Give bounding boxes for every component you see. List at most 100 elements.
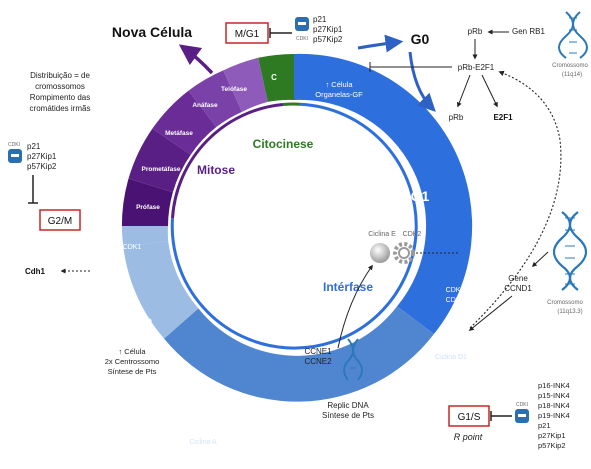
dna-icon-rb1 bbox=[558, 11, 588, 59]
cdk4-label: CDK4 bbox=[446, 287, 465, 294]
g2-text-3: Síntese de Pts bbox=[108, 367, 157, 376]
gear-icon-cdk1-g2-bottom bbox=[92, 262, 110, 280]
new-cell-title: Nova Célula bbox=[112, 24, 192, 40]
ccnd1-cromossomo: Cromossomo bbox=[547, 300, 583, 306]
gear-icon-cdk46 bbox=[441, 328, 461, 348]
cyclin-e-ball bbox=[370, 243, 390, 263]
phase-g2-outer bbox=[121, 226, 169, 247]
inner-disc bbox=[170, 102, 418, 350]
cdki-icon-mg1 bbox=[295, 17, 309, 31]
g1s-inhibitor-4: p19-INK4 bbox=[538, 411, 570, 420]
s-cdk1-label: CDK1 bbox=[205, 412, 224, 419]
complex-to-prb-arrow bbox=[456, 74, 471, 108]
checkpoint-g2m-box bbox=[39, 209, 81, 231]
ccnd1-locus: (11q13.3) bbox=[557, 309, 582, 315]
s-cdk2-label: CDK2 bbox=[205, 422, 224, 429]
g1s-inhibitor-3: p18-INK4 bbox=[538, 401, 570, 410]
label-s: S bbox=[292, 434, 301, 450]
phase-c-segment bbox=[258, 54, 294, 102]
checkpoint-g1s-label: G1/S bbox=[458, 412, 481, 423]
label-g2: G2 bbox=[134, 315, 153, 331]
phase-prometafase-segment bbox=[128, 128, 191, 193]
label-c: C bbox=[271, 73, 277, 82]
phase-anafase-segment bbox=[188, 70, 243, 128]
cdk6-label: CDK6 bbox=[446, 297, 465, 304]
checkpoint-g2m-label: G2/M bbox=[48, 216, 72, 227]
mitose-inner-arc bbox=[171, 103, 284, 219]
dna-icon-ccnd1 bbox=[552, 211, 588, 291]
g1-text-2: Organelas-GF bbox=[315, 90, 363, 99]
g0-label: G0 bbox=[411, 31, 430, 47]
label-telofase: Telófase bbox=[221, 86, 247, 93]
ccne1-label: CCNE1 bbox=[304, 347, 332, 356]
cyclin-d-to-complex-dotted bbox=[469, 70, 562, 329]
mg1-inhibitor-3: p57Kip2 bbox=[313, 35, 343, 44]
new-cell-arrow bbox=[178, 44, 214, 75]
cdk2-top-label: CDK2 bbox=[403, 231, 422, 238]
cdki-icon-g2m bbox=[8, 149, 22, 163]
checkpoint-mg1-label: M/G1 bbox=[235, 29, 260, 40]
gen-rb1-label: Gen RB1 bbox=[512, 27, 545, 36]
g1-text-1: ↑ Célula bbox=[325, 80, 353, 89]
g1s-inhibitor-5: p21 bbox=[538, 421, 551, 430]
mitosis-desc-1: Distribuição = de bbox=[30, 71, 90, 80]
gene-to-cyclin-d-arrow bbox=[468, 295, 513, 331]
rb1-cromossomo: Cromossomo bbox=[552, 63, 588, 69]
g2-text-2: 2x Centrossomo bbox=[105, 357, 160, 366]
g0-return-arrow bbox=[408, 51, 436, 112]
g0-out-arrow bbox=[357, 34, 404, 53]
cyclin-d1-label: Ciclina D1 bbox=[435, 354, 467, 361]
label-anafase: Anáfase bbox=[192, 102, 218, 109]
label-profase: Prófase bbox=[136, 204, 160, 211]
phase-profase-segment bbox=[121, 178, 173, 226]
gear-icon-cdk1-g2-top bbox=[91, 237, 111, 257]
mitosis-desc-2: cromossomos bbox=[35, 82, 85, 91]
prb-e2f1-complex: pRb-E2F1 bbox=[458, 63, 495, 72]
label-interfase: Intérfase bbox=[323, 280, 373, 294]
cdki-icon-g1s bbox=[515, 409, 529, 423]
label-citocinese: Citocinese bbox=[253, 137, 314, 151]
checkpoint-g1s-rpoint: R point bbox=[454, 432, 483, 442]
label-metafase: Metáfase bbox=[165, 130, 193, 137]
s-ciclina-a-label: Ciclina A bbox=[189, 439, 217, 446]
g1s-inhibitor-2: p15-INK4 bbox=[538, 391, 570, 400]
phase-g2-segment bbox=[123, 241, 199, 339]
g1s-inhibitor-7: p57Kip2 bbox=[538, 441, 566, 450]
rb1-locus: (11q14) bbox=[562, 72, 582, 78]
cell-cycle-ring bbox=[121, 53, 473, 402]
ccnd1-label: CCND1 bbox=[504, 284, 532, 293]
ccne2-label: CCNE2 bbox=[304, 357, 332, 366]
g2-ciclina-b-label: Ciclina B bbox=[96, 287, 124, 294]
g1s-inhibitor-1: p16-INK4 bbox=[538, 381, 570, 390]
checkpoint-mg1-box bbox=[225, 22, 269, 44]
g2-cdk1-label: CDK1 bbox=[123, 244, 142, 251]
complex-to-e2f1-arrow bbox=[481, 74, 498, 108]
ciclina-e-label: Ciclina E bbox=[368, 231, 396, 238]
mg1-inhibitor-1: p21 bbox=[313, 15, 327, 24]
cdh1-label: Cdh1 bbox=[25, 267, 46, 276]
dna-to-gene-arrow bbox=[531, 251, 549, 268]
mitosis-desc-4: cromátides irmãs bbox=[30, 104, 91, 113]
e2f1-released: E2F1 bbox=[493, 113, 513, 122]
gene-label: Gene bbox=[508, 274, 528, 283]
phase-metafase-segment bbox=[152, 90, 217, 155]
s-text-1: Replic DNA bbox=[327, 401, 369, 410]
mitosis-desc-3: Rompimento das bbox=[30, 93, 90, 102]
prb-released: pRb bbox=[449, 113, 464, 122]
g2m-inhibitor-3: p57Kip2 bbox=[27, 162, 57, 171]
g2m-inhibitor-2: p27Kip1 bbox=[27, 152, 57, 161]
checkpoint-g1s-box bbox=[448, 405, 490, 427]
cdki-g1s-label: CDKI bbox=[516, 402, 528, 408]
g2-text-1: ↑ Célula bbox=[118, 347, 146, 356]
cdki-mg1-label: CDKI bbox=[296, 36, 308, 42]
label-mitose: Mitose bbox=[197, 163, 235, 177]
label-prometafase: Prometáfase bbox=[141, 166, 180, 173]
gear-icon-cdk12-s bbox=[178, 412, 198, 432]
label-g1: G1 bbox=[411, 188, 430, 204]
g1s-inhibitor-6: p27Kip1 bbox=[538, 431, 566, 440]
mg1-inhibitor-2: p27Kip1 bbox=[313, 25, 343, 34]
prb-label: pRb bbox=[468, 27, 483, 36]
cdki-g2m-label: CDKI bbox=[8, 142, 20, 148]
phase-g1-segment bbox=[294, 53, 473, 335]
